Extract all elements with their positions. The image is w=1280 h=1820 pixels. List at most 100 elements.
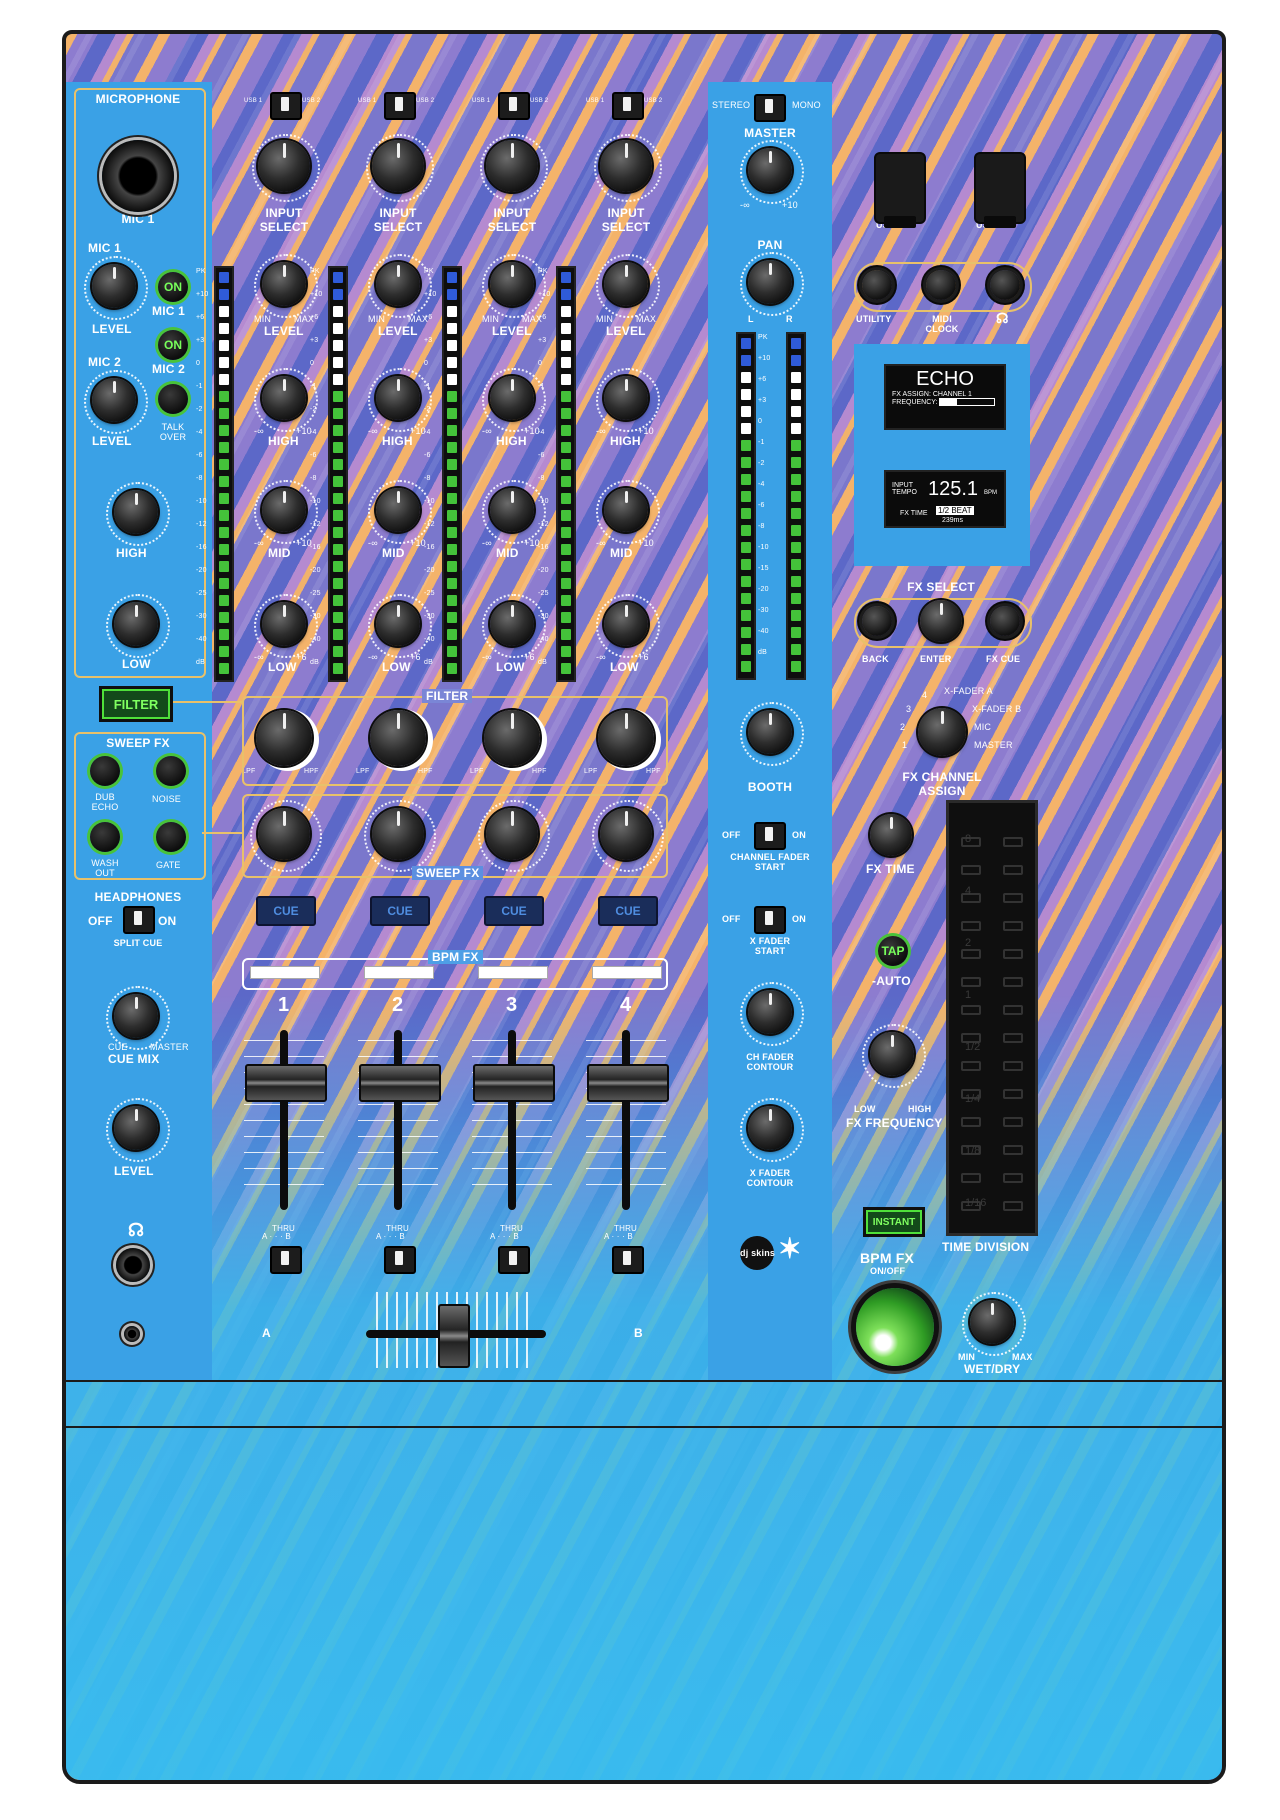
noise-button[interactable] [156, 756, 186, 786]
fca-master: MASTER [974, 740, 1013, 750]
midi-clock-button[interactable] [926, 270, 956, 300]
pan-knob[interactable] [748, 260, 792, 304]
cue-button-ch4[interactable]: CUE [598, 896, 658, 926]
x-fader-start-switch[interactable] [754, 906, 786, 934]
bpm-fx-onoff-button[interactable] [856, 1288, 934, 1366]
filter-knob-ch2[interactable] [370, 710, 426, 766]
crossfader-assign-switch-ch2[interactable] [384, 1246, 416, 1274]
gate-button[interactable] [156, 822, 186, 852]
cue-button-ch3[interactable]: CUE [484, 896, 544, 926]
meter-scale-label: +6 [310, 314, 319, 321]
trim-knob-ch4[interactable] [604, 262, 648, 306]
low-eq-knob-ch1[interactable] [262, 602, 306, 646]
wet-dry-knob[interactable] [970, 1300, 1014, 1344]
crossfader-assign-switch-ch4[interactable] [612, 1246, 644, 1274]
input-select-switch-ch3[interactable] [498, 92, 530, 120]
channel-fader-cap-ch2[interactable] [359, 1064, 441, 1102]
low-eq-knob-ch4[interactable] [604, 602, 648, 646]
headphones-cue-button[interactable] [990, 270, 1020, 300]
usb2-port[interactable] [974, 152, 1026, 228]
high-eq-knob-ch1[interactable] [262, 376, 306, 420]
high-eq-knob-ch4[interactable] [604, 376, 648, 420]
channel-fader-cap-ch1[interactable] [245, 1064, 327, 1102]
mid-eq-knob-ch2[interactable] [376, 488, 420, 532]
wash-out-button[interactable] [90, 822, 120, 852]
trim-knob-ch2[interactable] [376, 262, 420, 306]
input-select-switch-ch2[interactable] [384, 92, 416, 120]
cue-mix-knob[interactable] [114, 994, 158, 1038]
cue-button-ch1[interactable]: CUE [256, 896, 316, 926]
fx-cue-button[interactable] [990, 606, 1020, 636]
low-eq-knob-ch2[interactable] [376, 602, 420, 646]
high-eq-knob-ch2[interactable] [376, 376, 420, 420]
mic1-label: MIC 1 [88, 241, 122, 255]
meter-segment [561, 646, 571, 657]
channel-fader-cap-ch3[interactable] [473, 1064, 555, 1102]
sweep-fx-knob-ch1[interactable] [258, 808, 310, 860]
filter-button[interactable]: FILTER [102, 689, 170, 719]
mic1-xlr-jack[interactable] [102, 140, 174, 212]
input-select-switch-ch1[interactable] [270, 92, 302, 120]
input-select-knob-ch3[interactable] [486, 140, 538, 192]
back-button[interactable] [862, 606, 892, 636]
level-scale-ch1 [254, 254, 318, 318]
tap-button[interactable]: TAP [878, 936, 908, 966]
headphones-level-scale [106, 1098, 170, 1162]
high-scale-ch1 [254, 368, 318, 432]
utility-button[interactable] [862, 270, 892, 300]
filter-knob-ch1[interactable] [256, 710, 312, 766]
headphones-jack-large[interactable] [116, 1248, 150, 1282]
mid-eq-knob-ch4[interactable] [604, 488, 648, 532]
mid-eq-knob-ch1[interactable] [262, 488, 306, 532]
mic2-level-knob[interactable] [92, 378, 136, 422]
talk-over-button[interactable] [158, 384, 188, 414]
dub-echo-button[interactable] [90, 756, 120, 786]
trim-knob-ch1[interactable] [262, 262, 306, 306]
x-fader-contour-knob[interactable] [748, 1106, 792, 1150]
thru-label-ch3: THRU [500, 1224, 524, 1233]
headphones-level-knob[interactable] [114, 1106, 158, 1150]
master-meter-segment [741, 457, 751, 468]
fx-frequency-knob[interactable] [870, 1032, 914, 1076]
sweep-fx-knob-ch3[interactable] [486, 808, 538, 860]
input-select-knob-ch2[interactable] [372, 140, 424, 192]
split-cue-switch[interactable] [123, 906, 155, 934]
ch-fader-contour-knob[interactable] [748, 990, 792, 1034]
mic2-on-button[interactable]: ON [158, 330, 188, 360]
low-scale-ch2 [368, 594, 432, 658]
mic-high-knob[interactable] [114, 490, 158, 534]
mid-eq-knob-ch3[interactable] [490, 488, 534, 532]
enter-knob[interactable] [920, 600, 962, 642]
cue-button-ch2[interactable]: CUE [370, 896, 430, 926]
low-eq-knob-ch3[interactable] [490, 602, 534, 646]
channel-fader-start-switch[interactable] [754, 822, 786, 850]
filter-knob-ch3[interactable] [484, 710, 540, 766]
booth-knob[interactable] [748, 710, 792, 754]
high-eq-knob-ch3[interactable] [490, 376, 534, 420]
input-select-knob-ch1[interactable] [258, 140, 310, 192]
stereo-mono-switch[interactable] [754, 94, 786, 122]
fx-channel-assign-knob[interactable] [918, 708, 966, 756]
channel-fader-cap-ch4[interactable] [587, 1064, 669, 1102]
input-select-switch-ch4[interactable] [612, 92, 644, 120]
trim-knob-ch3[interactable] [490, 262, 534, 306]
mic1-level-knob[interactable] [92, 264, 136, 308]
meter-scale-label: -2 [424, 406, 431, 413]
instant-button[interactable]: INSTANT [866, 1210, 922, 1234]
crossfader-cap[interactable] [438, 1304, 470, 1368]
crossfader-assign-switch-ch1[interactable] [270, 1246, 302, 1274]
input-select-knob-ch4[interactable] [600, 140, 652, 192]
headphones-jack-small[interactable] [124, 1326, 140, 1342]
sweep-fx-knob-ch2[interactable] [372, 808, 424, 860]
sweep-fx-knob-ch4[interactable] [600, 808, 652, 860]
meter-segment [333, 663, 343, 674]
fx-time-knob[interactable] [870, 814, 912, 856]
level-label-ch3: LEVEL [492, 324, 532, 338]
usb1-port[interactable] [874, 152, 926, 228]
filter-knob-ch4[interactable] [598, 710, 654, 766]
mic1-on-button[interactable]: ON [158, 272, 188, 302]
mic-low-knob[interactable] [114, 602, 158, 646]
crossfader-assign-switch-ch3[interactable] [498, 1246, 530, 1274]
master-level-knob[interactable] [748, 148, 792, 192]
